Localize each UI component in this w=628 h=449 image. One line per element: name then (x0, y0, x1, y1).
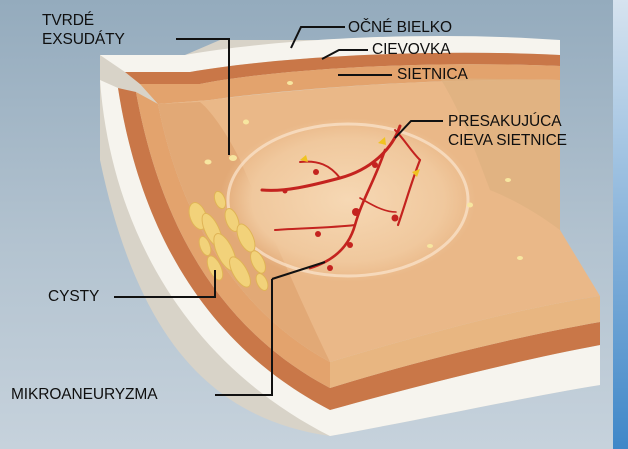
retina-label: SIETNICA (397, 65, 468, 84)
cysts-label: CYSTY (48, 287, 99, 306)
leaking-vessel-label-line2: CIEVA SIETNICE (448, 131, 567, 150)
sclera-label: OČNÉ BIELKO (348, 18, 452, 37)
hard-exudates-label: TVRDÉ EXSUDÁTY (42, 11, 125, 49)
choroid-label: CIEVOVKA (372, 40, 450, 59)
hard-exudates-label-line2: EXSUDÁTY (42, 30, 125, 49)
leaking-vessel-label-line1: PRESAKUJÚCA (448, 112, 567, 131)
edge-strip (613, 0, 628, 449)
microaneurysm-label: MIKROANEURYZMA (11, 385, 157, 404)
leaking-vessel-label: PRESAKUJÚCA CIEVA SIETNICE (448, 112, 567, 150)
hard-exudates-label-line1: TVRDÉ (42, 11, 125, 30)
